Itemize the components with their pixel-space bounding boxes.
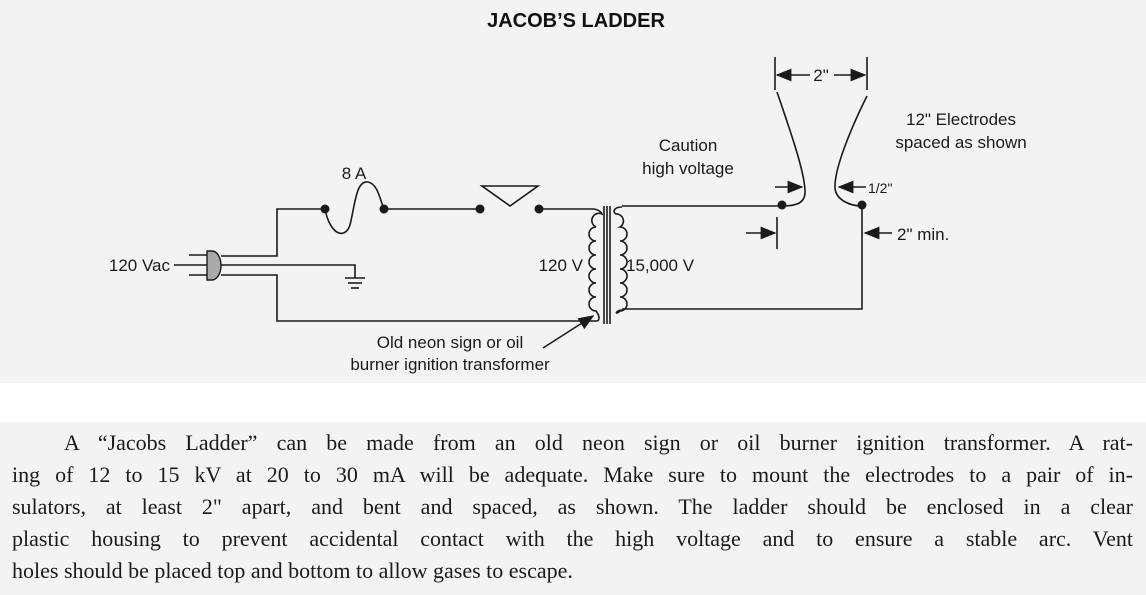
electrodes-label-2: spaced as shown [895,133,1026,152]
transformer-label: Old neon sign or oil [377,333,523,352]
top-spacing-label: 2" [813,66,829,85]
min-spacing-label: 2" min. [897,225,949,244]
paragraph-line: sulators, at least 2" apart, and bent an… [12,494,1133,519]
electrodes-label: 12" Electrodes [906,110,1016,129]
transformer-label-2: burner ignition transformer [350,355,550,374]
caution-label-2: high voltage [642,159,734,178]
secondary-voltage-label: 15,000 V [626,256,695,275]
electrodes-icon [776,91,868,210]
paragraph-line: A “Jacobs Ladder” can be made from an ol… [64,430,1133,455]
paragraph-line: ing of 12 to 15 kV at 20 to 30 mA will b… [12,462,1133,487]
description-paragraph: A “Jacobs Ladder” can be made from an ol… [0,422,1146,595]
gap-spacing-label: 1/2" [868,180,892,196]
ground-wire [221,264,356,278]
pointer-arrow [542,315,595,349]
dimension-top [774,57,868,90]
hot-wire [221,208,325,257]
circuit-diagram: JACOB’S LADDER 120 Vac 8 A 120 V 15,000 [0,0,1146,383]
primary-voltage-label: 120 V [539,256,584,275]
plug-icon [174,250,222,281]
fuse-icon [320,181,389,235]
input-voltage-label: 120 Vac [109,256,171,275]
switch-icon[interactable] [475,185,544,214]
neutral-wire [221,274,596,322]
paragraph-line: plastic housing to prevent accidental co… [12,526,1133,551]
schematic: JACOB’S LADDER 120 Vac 8 A 120 V 15,000 [109,10,1027,374]
paragraph-line: holes should be placed top and bottom to… [12,558,573,583]
fuse-rating-label: 8 A [342,164,367,183]
caution-label: Caution [659,136,718,155]
diagram-title: JACOB’S LADDER [487,10,665,32]
transformer-icon [588,206,628,324]
ground-icon [345,277,365,289]
